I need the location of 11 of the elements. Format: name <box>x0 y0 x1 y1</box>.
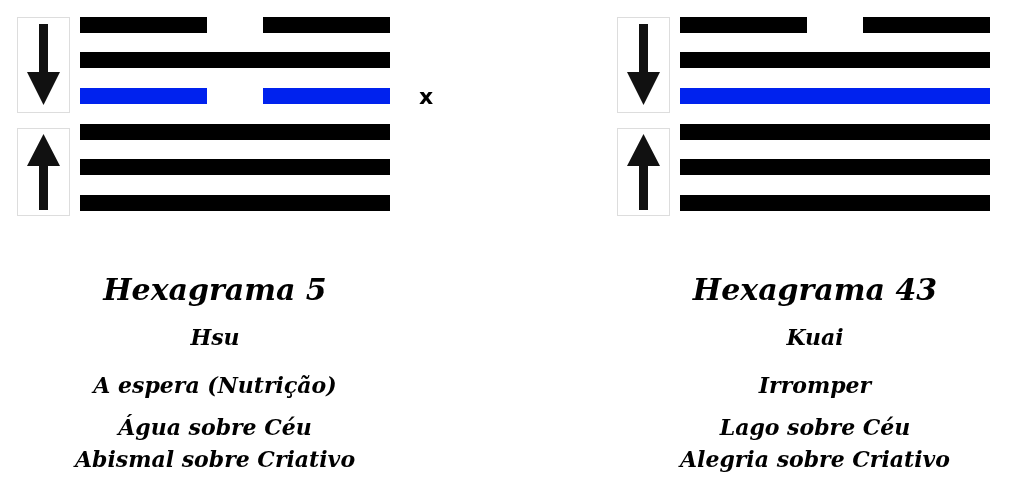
hexagram-name: Kuai <box>786 324 844 350</box>
hexagram-title: Hexagrama 43 <box>692 272 938 307</box>
trigram-description: Alegria sobre Criativo <box>679 446 951 472</box>
trigram-description: Água sobre Céu <box>118 414 312 440</box>
times-sign: x <box>419 84 434 109</box>
hexagram-title: Hexagrama 5 <box>103 272 327 307</box>
trigram-description: Lago sobre Céu <box>719 414 911 440</box>
hexagram-meaning: A espera (Nutrição) <box>93 372 337 398</box>
hexagram-name: Hsu <box>190 324 240 350</box>
trigram-description: Abismal sobre Criativo <box>74 446 356 472</box>
hexagram-meaning: Irromper <box>758 372 872 398</box>
